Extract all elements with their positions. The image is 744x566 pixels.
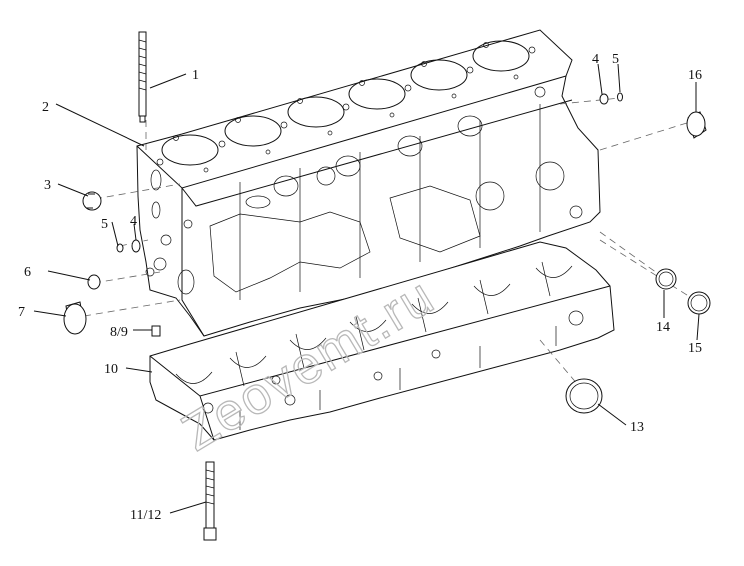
plug-6 — [87, 274, 101, 290]
label-4-right: 4 — [592, 52, 599, 67]
leader-lines — [33, 63, 700, 514]
label-5-left: 5 — [101, 217, 108, 232]
label-7: 7 — [18, 305, 25, 320]
ring-5-right — [617, 92, 623, 102]
dowel-8-9 — [151, 325, 161, 337]
label-13: 13 — [630, 420, 644, 435]
cup-plug-13 — [565, 378, 603, 414]
plug-15 — [687, 291, 711, 315]
plug-16 — [686, 111, 707, 139]
label-8-9: 8/9 — [110, 325, 128, 340]
plug-14 — [655, 268, 677, 290]
callout-labels: 1 2 3 4 5 6 7 8/9 10 11/12 4 5 16 14 15 … — [18, 52, 702, 523]
crankcase-bedplate — [149, 241, 615, 441]
washer-4-right — [599, 93, 609, 105]
head-stud — [138, 31, 147, 123]
label-5-right: 5 — [612, 52, 619, 67]
label-2: 2 — [42, 100, 49, 115]
engine-block — [136, 29, 601, 337]
label-6: 6 — [24, 265, 31, 280]
label-3: 3 — [44, 178, 51, 193]
label-16: 16 — [688, 68, 702, 83]
label-11-12: 11/12 — [130, 508, 161, 523]
assembly-axes — [83, 97, 699, 393]
label-4-left: 4 — [130, 214, 137, 229]
label-15: 15 — [688, 341, 702, 356]
ring-5-left — [116, 243, 124, 253]
label-10: 10 — [104, 362, 118, 377]
washer-4-left — [131, 239, 141, 253]
cup-plug-7 — [63, 301, 87, 335]
plug-3 — [82, 191, 102, 211]
bolt-11-12 — [203, 461, 217, 541]
label-14: 14 — [656, 320, 670, 335]
label-1: 1 — [192, 68, 199, 83]
